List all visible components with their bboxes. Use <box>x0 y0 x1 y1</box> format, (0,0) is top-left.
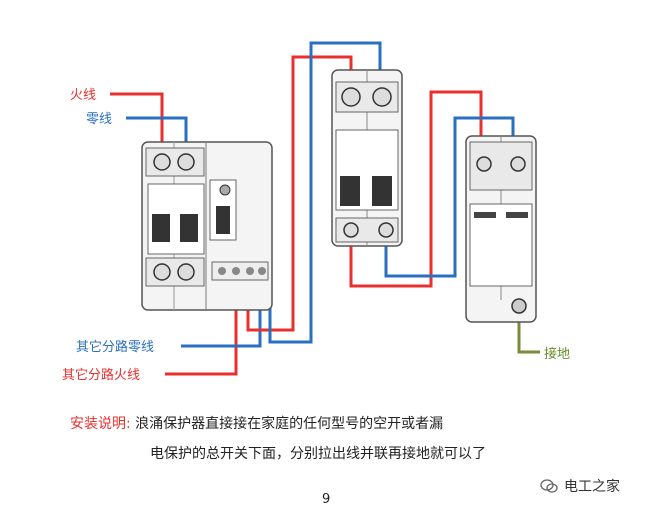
install-note-line1: 安装说明: 浪涌保护器直接接在家庭的任何型号的空开或者漏 <box>70 413 443 433</box>
top-terminal-icon <box>341 87 361 107</box>
watermark: 电工之家 <box>540 476 620 496</box>
ground-terminal-icon <box>511 298 527 314</box>
top-terminal-icon <box>510 156 526 172</box>
breaker-handle-icon <box>152 214 170 242</box>
watermark-text: 电工之家 <box>564 479 620 495</box>
branch-live-label: 其它分路火线 <box>62 368 141 383</box>
ground-label: 接地 <box>544 347 571 362</box>
top-terminal-icon <box>372 87 392 107</box>
live-label: 火线 <box>70 88 97 103</box>
breaker-handle-icon <box>180 214 198 242</box>
branch-neutral-label: 其它分路零线 <box>76 340 155 355</box>
install-note-text1: 浪涌保护器直接接在家庭的任何型号的空开或者漏 <box>135 416 444 432</box>
surge-protector <box>465 135 537 323</box>
live-to-spd-wire <box>349 90 483 288</box>
bottom-terminal-icon <box>177 263 195 281</box>
neutral-input-wire <box>126 116 188 152</box>
install-note-title: 安装说明: <box>70 416 131 432</box>
branch-neutral-wire <box>181 306 262 348</box>
wechat-icon <box>540 479 558 493</box>
neutral-to-middle-wire <box>268 41 382 344</box>
top-terminal-icon <box>177 153 195 171</box>
neutral-label: 零线 <box>86 112 113 127</box>
page-number: 9 <box>322 492 331 507</box>
live-to-middle-wire <box>246 55 353 332</box>
live-input-wire <box>110 92 164 152</box>
middle-breaker <box>331 69 403 247</box>
neutral-to-spd-wire <box>384 116 515 278</box>
branch-live-wire <box>165 306 238 376</box>
bottom-terminal-icon <box>378 222 394 238</box>
top-terminal-icon <box>153 153 171 171</box>
ground-wire <box>517 318 540 354</box>
bottom-terminal-icon <box>343 222 359 238</box>
breaker-handle-icon <box>372 176 392 206</box>
main-breaker <box>141 141 273 311</box>
breaker-handle-icon <box>340 176 360 206</box>
top-terminal-icon <box>476 156 492 172</box>
install-note-line2: 电保护的总开关下面，分别拉出线并联再接地就可以了 <box>150 446 486 462</box>
bottom-terminal-icon <box>153 263 171 281</box>
